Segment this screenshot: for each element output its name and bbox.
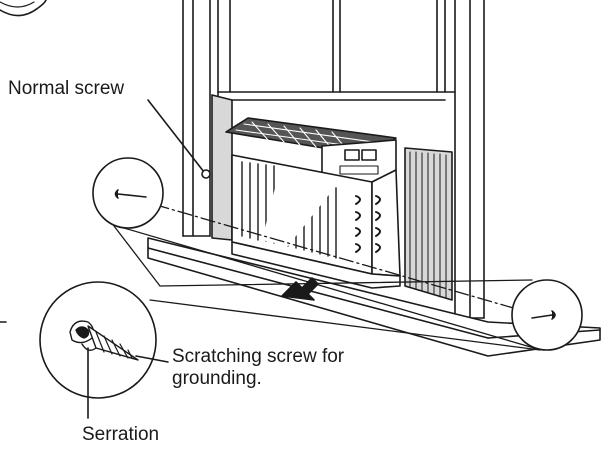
air-conditioner bbox=[225, 117, 401, 289]
corner-detail-inner bbox=[0, 1, 35, 8]
serration-label: Serration bbox=[82, 424, 160, 445]
normal-screw bbox=[201, 169, 211, 179]
scratching-screw-leader bbox=[135, 355, 169, 363]
screw-axis-line bbox=[131, 197, 549, 319]
corner-detail-circle bbox=[0, 0, 47, 17]
scratching-screw-label: Scratching screw for bbox=[172, 346, 345, 367]
normal-screw-leader bbox=[147, 99, 205, 173]
window-frame bbox=[182, 0, 485, 319]
normal-screw-label: Normal screw bbox=[8, 78, 125, 99]
right-detail-circle bbox=[511, 279, 583, 351]
installation-frame bbox=[211, 94, 453, 301]
scratching-screw-label-line2: grounding. bbox=[172, 368, 262, 389]
serration-detail-circle bbox=[39, 281, 157, 419]
connector-lines bbox=[113, 225, 541, 351]
left-detail-circle bbox=[92, 157, 164, 229]
